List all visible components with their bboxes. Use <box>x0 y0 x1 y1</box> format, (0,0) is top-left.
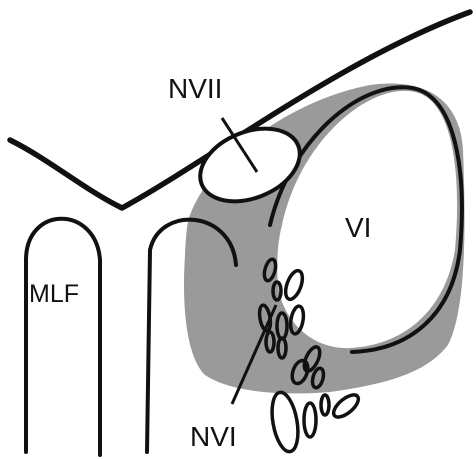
label-vi: VI <box>345 212 371 243</box>
mlf-left-arch <box>26 219 100 455</box>
label-mlf: MLF <box>29 280 79 308</box>
fiber-ellipse <box>304 403 316 437</box>
fiber-ellipse <box>268 390 302 453</box>
label-nvi: NVI <box>190 421 237 452</box>
fiber-ellipse <box>321 395 329 415</box>
label-nvii: NVII <box>168 73 222 104</box>
fiber-ellipse <box>330 391 362 421</box>
